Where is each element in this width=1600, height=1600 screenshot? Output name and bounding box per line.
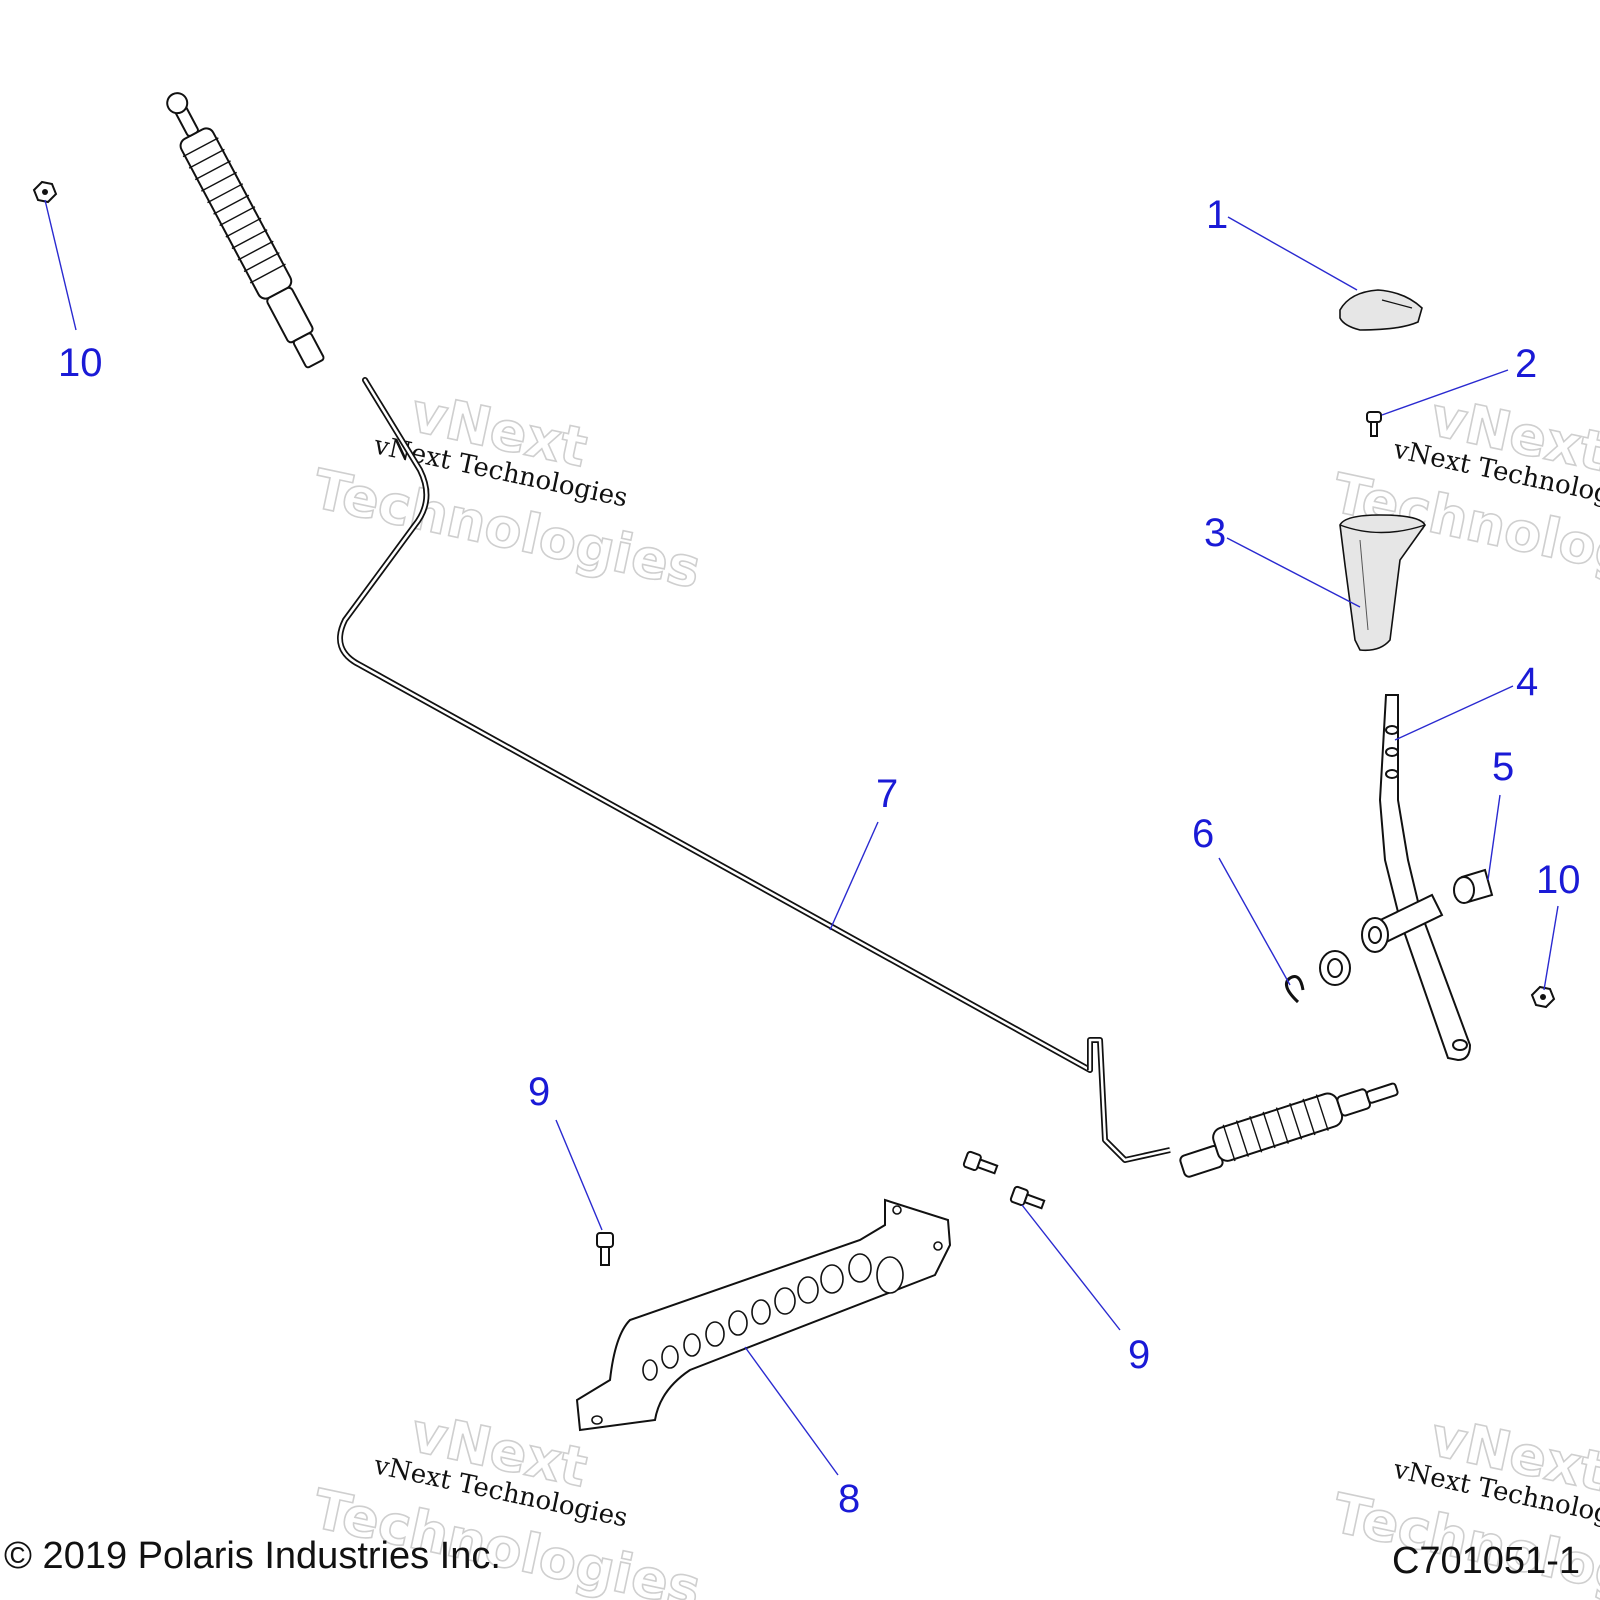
callout-1: 1 xyxy=(1206,193,1228,237)
callout-3: 3 xyxy=(1204,511,1226,555)
shift-cable xyxy=(166,92,1399,1178)
nut-right xyxy=(1530,985,1556,1009)
callout-4: 4 xyxy=(1516,660,1538,704)
callout-9-left: 9 xyxy=(528,1070,550,1114)
bushing-right xyxy=(1453,868,1494,904)
cable-boot-bottom xyxy=(1179,1082,1399,1178)
watermark-top-left: vNext Technologies vNext Technologies xyxy=(307,380,707,601)
nut-top-left xyxy=(32,180,58,204)
callout-2: 2 xyxy=(1515,342,1537,386)
bolt-center-bottom xyxy=(1009,1185,1046,1210)
figure-id: C701051-1 xyxy=(1391,1540,1580,1582)
callouts: 1 2 3 4 5 6 7 8 9 9 10 10 xyxy=(58,193,1581,1521)
cable-boot-top xyxy=(166,92,325,369)
callout-10-left: 10 xyxy=(58,341,103,385)
cable-bracket xyxy=(575,1198,952,1432)
knob-cap xyxy=(1339,289,1423,331)
callout-10-right: 10 xyxy=(1536,858,1581,902)
leader-lines xyxy=(44,199,1559,1476)
bolt-center-top xyxy=(962,1150,999,1175)
e-clip xyxy=(1284,975,1305,1004)
shift-knob xyxy=(1339,514,1426,652)
bolt-left xyxy=(596,1232,614,1266)
copyright-text: © 2019 Polaris Industries Inc. xyxy=(4,1535,501,1577)
callout-7: 7 xyxy=(876,772,898,816)
cap-screw xyxy=(1366,411,1382,437)
callout-9-right: 9 xyxy=(1128,1333,1150,1377)
shift-lever xyxy=(1361,694,1472,1062)
callout-6: 6 xyxy=(1192,812,1214,856)
callout-8: 8 xyxy=(838,1477,860,1521)
bushing-left xyxy=(1319,950,1351,986)
callout-5: 5 xyxy=(1492,745,1514,789)
